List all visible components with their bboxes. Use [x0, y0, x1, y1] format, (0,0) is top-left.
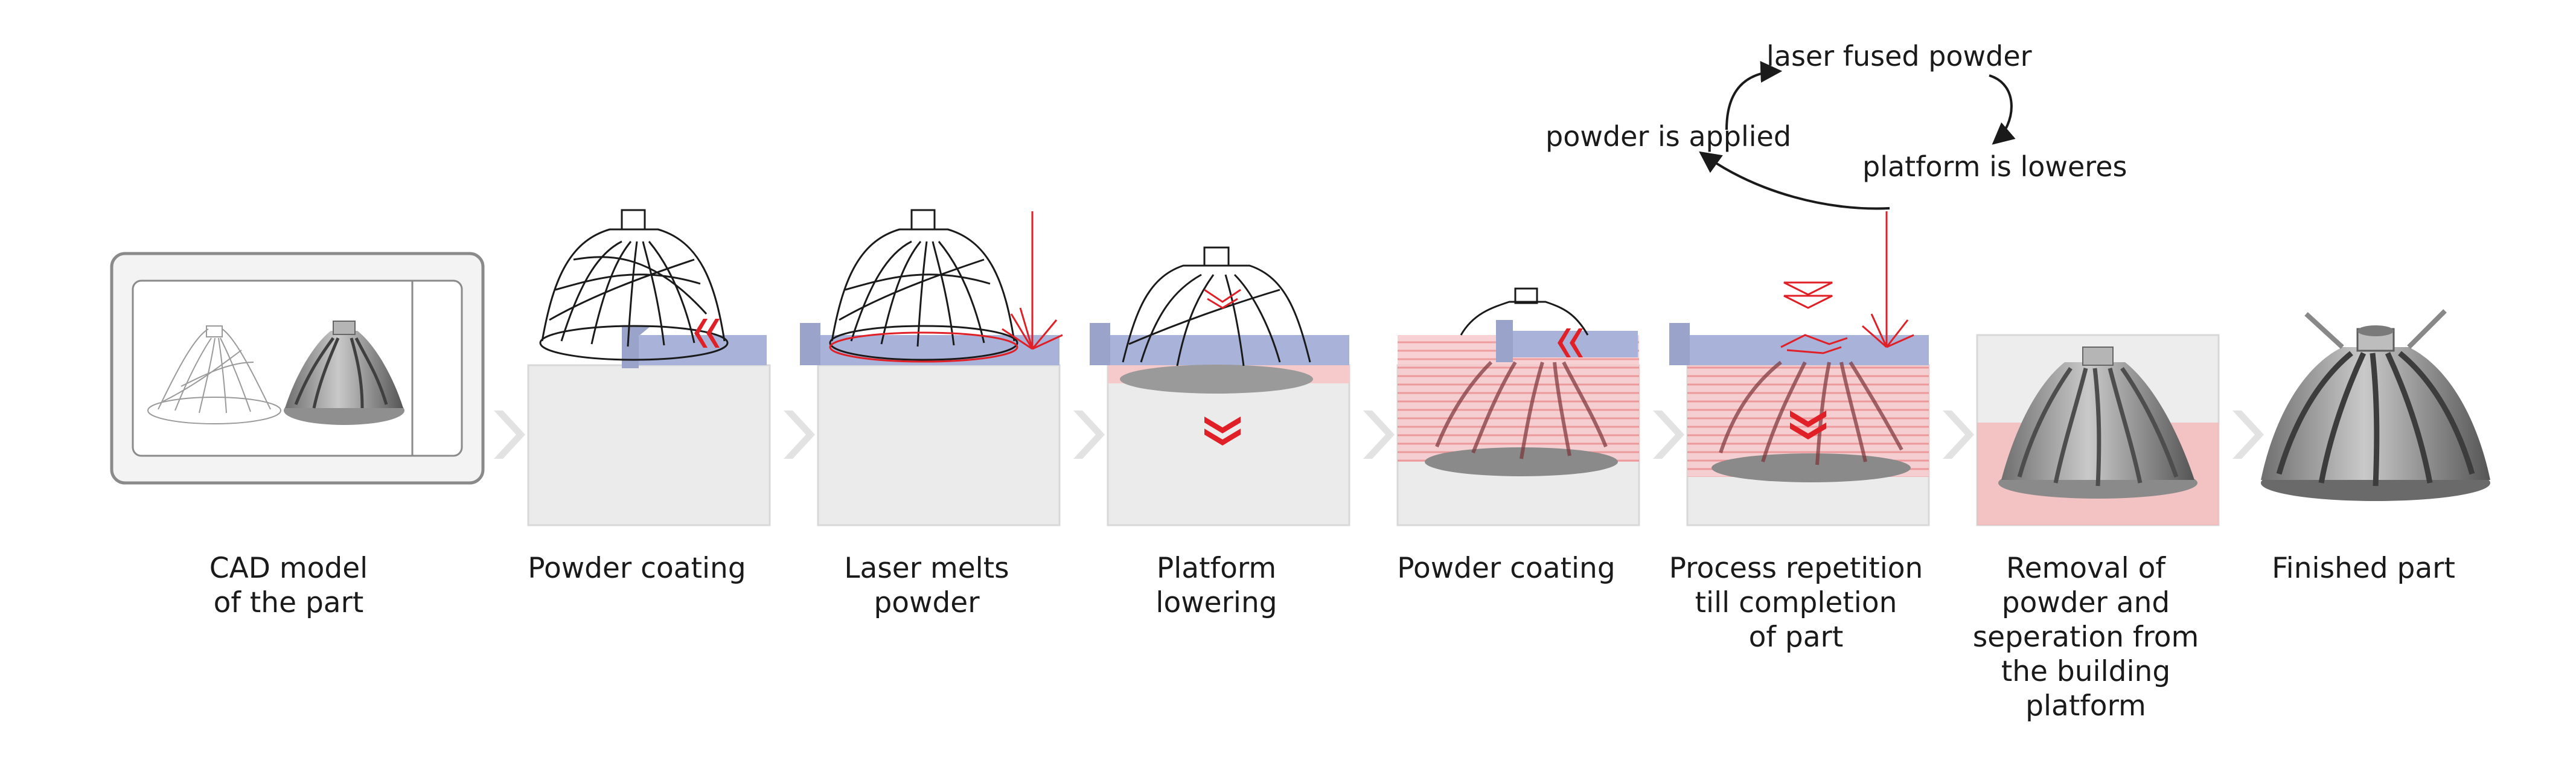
cycle-label-right: platform is loweres	[1862, 150, 2127, 183]
step-arrows	[494, 410, 2264, 459]
step-label-removal: Removal of powder and seperation from th…	[1972, 552, 2199, 723]
step-3-laser-melts	[800, 209, 1063, 526]
step-1-cad-monitor	[110, 252, 485, 485]
cycle-arrows	[1699, 61, 2016, 210]
cycle-label-left: powder is applied	[1545, 120, 1792, 153]
step-label-laser-melts: Laser melts powder	[844, 552, 1009, 619]
step-8-finished-part	[2261, 309, 2490, 501]
cycle-label-top: laser fused powder	[1766, 40, 2032, 72]
cad-wireframe-part	[147, 325, 281, 424]
step-5-powder-coating	[1396, 287, 1640, 526]
step-4-platform-lowering	[1090, 246, 1350, 526]
step-2-powder-coating	[527, 209, 771, 526]
step-label-powder-coating-2: Powder coating	[1397, 552, 1616, 585]
step-label-finished-part: Finished part	[2272, 552, 2455, 585]
cad-solid-part	[284, 321, 404, 425]
step-7-removal	[1976, 334, 2220, 526]
step-label-powder-coating-1: Powder coating	[528, 552, 746, 585]
step-6-process-repetition	[1669, 211, 1930, 526]
step-label-process-repetition: Process repetition till completion of pa…	[1669, 552, 1923, 654]
step-label-cad-model: CAD model of the part	[209, 552, 368, 619]
step-label-platform-lowering: Platform lowering	[1155, 552, 1277, 619]
